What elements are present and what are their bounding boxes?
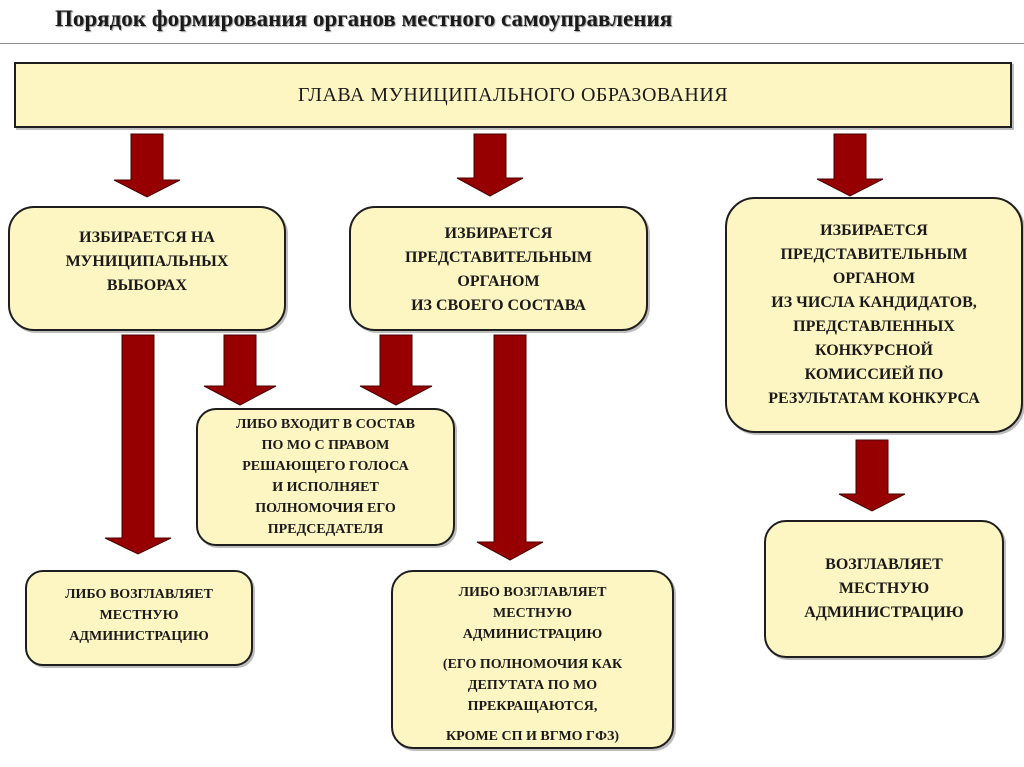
spacer (393, 645, 672, 654)
elected-by-competition-box: ИЗБИРАЕТСЯ ПРЕДСТАВИТЕЛЬНЫМ ОРГАНОМ ИЗ Ч… (725, 197, 1023, 433)
elected-by-representative-body-box: ИЗБИРАЕТСЯ ПРЕДСТАВИТЕЛЬНЫМ ОРГАНОМ ИЗ С… (349, 206, 648, 331)
elected-at-elections-label: ИЗБИРАЕТСЯ НА МУНИЦИПАЛЬНЫХ ВЫБОРАХ (65, 229, 229, 294)
elected-at-elections-box: ИЗБИРАЕТСЯ НА МУНИЦИПАЛЬНЫХ ВЫБОРАХ (8, 206, 286, 331)
arrow-representative-to-chairman (359, 334, 433, 406)
chairman-label: ЛИБО ВХОДИТ В СОСТАВ ПО МО С ПРАВОМ РЕША… (235, 417, 416, 537)
arrow-elected-to-chairman (203, 334, 277, 406)
deputy-powers-note: (ЕГО ПОЛНОМОЧИЯ КАК ДЕПУТАТА ПО МО ПРЕКР… (442, 657, 623, 714)
heads-administration-right-label: ВОЗГЛАВЛЯЕТ МЕСТНУЮ АДМИНИСТРАЦИЮ (804, 556, 964, 621)
arrow-elected-to-heads-left (104, 334, 172, 555)
arrow-head-to-representative (456, 133, 524, 197)
arrow-head-to-elected (113, 133, 181, 198)
deputy-powers-exception-note: КРОМЕ СП И ВГМО ГФЗ) (445, 729, 620, 744)
arrow-representative-to-heads-middle (476, 334, 544, 561)
chairman-box: ЛИБО ВХОДИТ В СОСТАВ ПО МО С ПРАВОМ РЕША… (196, 408, 455, 546)
arrow-head-to-competition (816, 133, 884, 197)
page-title: Порядок формирования органов местного са… (55, 6, 673, 31)
arrow-competition-to-heads-right (838, 439, 906, 512)
spacer (393, 717, 672, 726)
heads-administration-middle-label: ЛИБО ВОЗГЛАВЛЯЕТ МЕСТНУЮ АДМИНИСТРАЦИЮ (458, 585, 607, 642)
head-of-municipality-label: ГЛАВА МУНИЦИПАЛЬНОГО ОБРАЗОВАНИЯ (297, 83, 729, 106)
title-divider (0, 43, 1024, 44)
heads-administration-left-label: ЛИБО ВОЗГЛАВЛЯЕТ МЕСТНУЮ АДМИНИСТРАЦИЮ (65, 587, 213, 644)
heads-administration-left-box: ЛИБО ВОЗГЛАВЛЯЕТ МЕСТНУЮ АДМИНИСТРАЦИЮ (25, 570, 253, 666)
heads-administration-right-box: ВОЗГЛАВЛЯЕТ МЕСТНУЮ АДМИНИСТРАЦИЮ (764, 520, 1004, 658)
elected-by-representative-body-label: ИЗБИРАЕТСЯ ПРЕДСТАВИТЕЛЬНЫМ ОРГАНОМ ИЗ С… (405, 225, 592, 314)
heads-administration-middle-box: ЛИБО ВОЗГЛАВЛЯЕТ МЕСТНУЮ АДМИНИСТРАЦИЮ (… (391, 570, 674, 749)
head-of-municipality-box: ГЛАВА МУНИЦИПАЛЬНОГО ОБРАЗОВАНИЯ (14, 62, 1012, 128)
elected-by-competition-label: ИЗБИРАЕТСЯ ПРЕДСТАВИТЕЛЬНЫМ ОРГАНОМ ИЗ Ч… (768, 222, 980, 407)
